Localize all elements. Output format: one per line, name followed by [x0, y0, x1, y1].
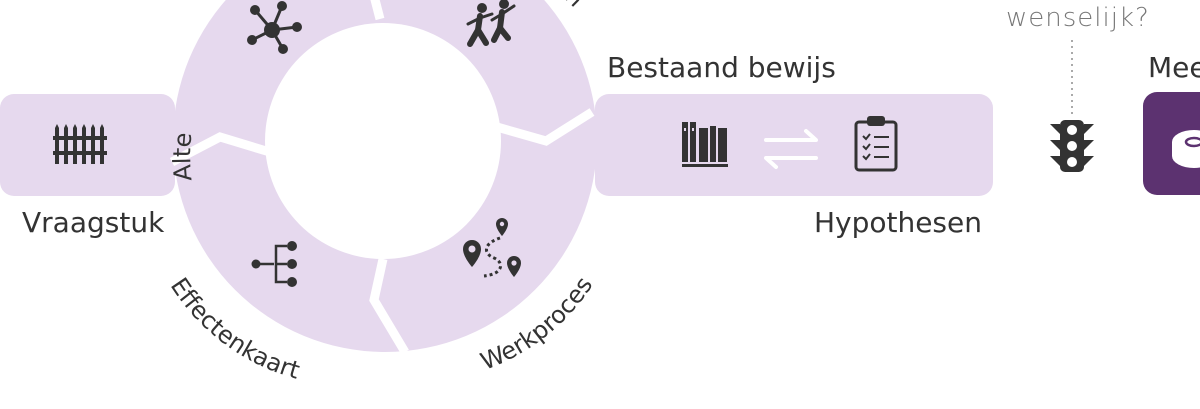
cycle-ring — [169, 0, 597, 355]
measuring-tape-icon — [1172, 130, 1200, 168]
meten-label: Mee — [1148, 51, 1200, 84]
hypothesen-label: Hypothesen — [814, 206, 982, 239]
traffic-light-icon — [1050, 120, 1094, 172]
network-icon — [247, 1, 302, 54]
clipboard-icon — [854, 116, 898, 172]
tree-icon — [251, 241, 297, 287]
route-icon — [463, 218, 521, 278]
vraagstuk-band — [0, 94, 175, 196]
meten-tile — [1143, 92, 1200, 195]
books-icon — [682, 122, 728, 167]
wenselijk-label: wenselijk? — [1006, 3, 1150, 33]
fence-icon — [53, 124, 107, 164]
hypothesen-band — [595, 94, 993, 196]
bestaand-bewijs-label: Bestaand bewijs — [607, 51, 836, 84]
exchange-arrows-icon — [764, 129, 818, 169]
vraagstuk-label: Vraagstuk — [22, 206, 165, 239]
people-icon — [466, 0, 516, 47]
segment-label-alternatieven: Alte — [168, 131, 197, 182]
